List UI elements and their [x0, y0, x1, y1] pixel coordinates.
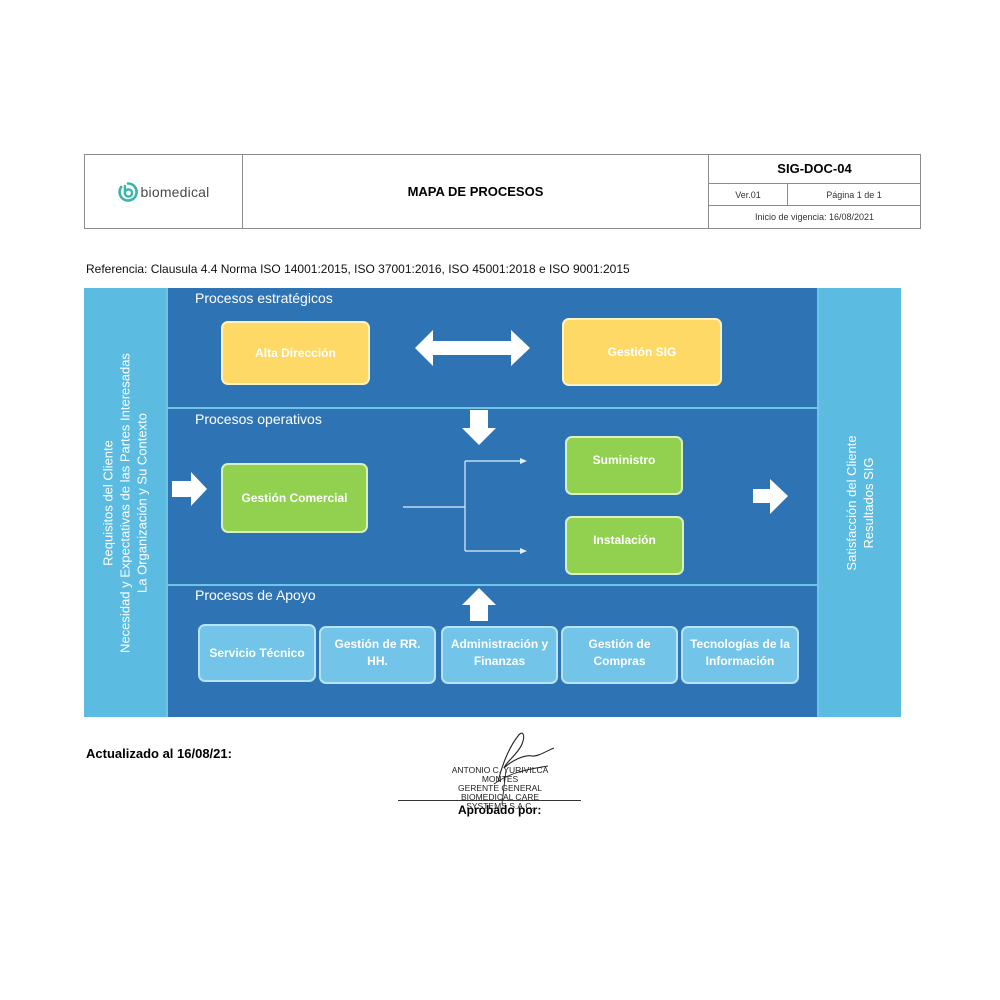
document-version: Ver.01 [709, 183, 788, 206]
input-right-arrow-icon [172, 472, 207, 506]
box-label: HH. [367, 654, 388, 668]
up-arrow-icon [462, 588, 496, 621]
box-label: Compras [593, 654, 646, 668]
signer-block: ANTONIO C. YURIVILCA MONTES GERENTE GENE… [440, 766, 560, 811]
process-box-support: Administración y Finanzas [441, 626, 558, 684]
process-box-gestion-sig: Gestión SIG [562, 318, 722, 386]
approved-by-label: Aprobado por: [458, 803, 542, 817]
box-label: Administración y [450, 637, 549, 651]
process-box-suministro: Suministro [565, 436, 683, 495]
document-header: biomedical MAPA DE PROCESOS SIG-DOC-04 V… [84, 154, 921, 229]
signer-company: BIOMEDICAL CARE SYSTEMS S.A.C. [460, 792, 540, 811]
input-requirements-band: Requisitos del Cliente Necesidad y Expec… [84, 288, 168, 717]
box-label: Gestión de [588, 637, 651, 651]
version-page-row: Ver.01 Página 1 de 1 [709, 183, 920, 207]
section-divider [168, 584, 817, 586]
double-arrow-icon [415, 330, 530, 366]
strategic-section-title: Procesos estratégicos [195, 290, 333, 306]
operational-section-title: Procesos operativos [195, 411, 322, 427]
updated-date: Actualizado al 16/08/21: [86, 746, 232, 761]
box-label: Servicio Técnico [209, 645, 305, 660]
down-arrow-icon [462, 410, 496, 445]
box-label: Finanzas [473, 654, 526, 668]
logo-cell: biomedical [85, 155, 243, 228]
process-box-instalacion: Instalación [565, 516, 684, 575]
signer-name: ANTONIO C. YURIVILCA MONTES [451, 765, 549, 784]
support-section-title: Procesos de Apoyo [195, 587, 316, 603]
page-number: Página 1 de 1 [826, 189, 882, 200]
output-right-arrow-icon [753, 479, 788, 514]
company-logo: biomedical [117, 181, 210, 202]
box-label: Información [705, 654, 775, 668]
effective-date: Inicio de vigencia: 16/08/2021 [754, 212, 875, 223]
signature-icon [493, 732, 555, 804]
biomedical-b-logo-icon [117, 181, 138, 202]
document-meta: SIG-DOC-04 Ver.01 Página 1 de 1 Inicio d… [709, 155, 920, 228]
process-box-gestion-comercial: Gestión Comercial [221, 463, 368, 533]
branch-connector [403, 460, 521, 552]
process-box-alta-direccion: Alta Dirección [221, 321, 370, 385]
process-box-support: Tecnologías de la Información [681, 626, 799, 684]
branch-arrowhead-icon [520, 458, 527, 464]
reference-text: Referencia: Clausula 4.4 Norma ISO 14001… [86, 262, 630, 276]
document-title: MAPA DE PROCESOS [243, 155, 709, 228]
process-box-support: Servicio Técnico [198, 624, 316, 682]
document-code: SIG-DOC-04 [709, 155, 920, 184]
signer-role: GERENTE GENERAL [457, 783, 543, 793]
process-box-support: Gestión de RR. HH. [319, 626, 436, 684]
process-box-support: Gestión de Compras [561, 626, 678, 684]
output-satisfaction-band: Satisfacción del Cliente Resultados SIG [817, 288, 901, 717]
logo-text: biomedical [140, 183, 210, 200]
section-divider [168, 407, 817, 409]
signature-line [398, 800, 581, 801]
branch-arrowhead-icon [520, 548, 527, 554]
box-label: Gestión de RR. [334, 637, 421, 651]
process-map-diagram: Requisitos del Cliente Necesidad y Expec… [84, 288, 901, 717]
arrows-overlay [172, 330, 788, 621]
box-label: Tecnologías de la [690, 637, 790, 651]
